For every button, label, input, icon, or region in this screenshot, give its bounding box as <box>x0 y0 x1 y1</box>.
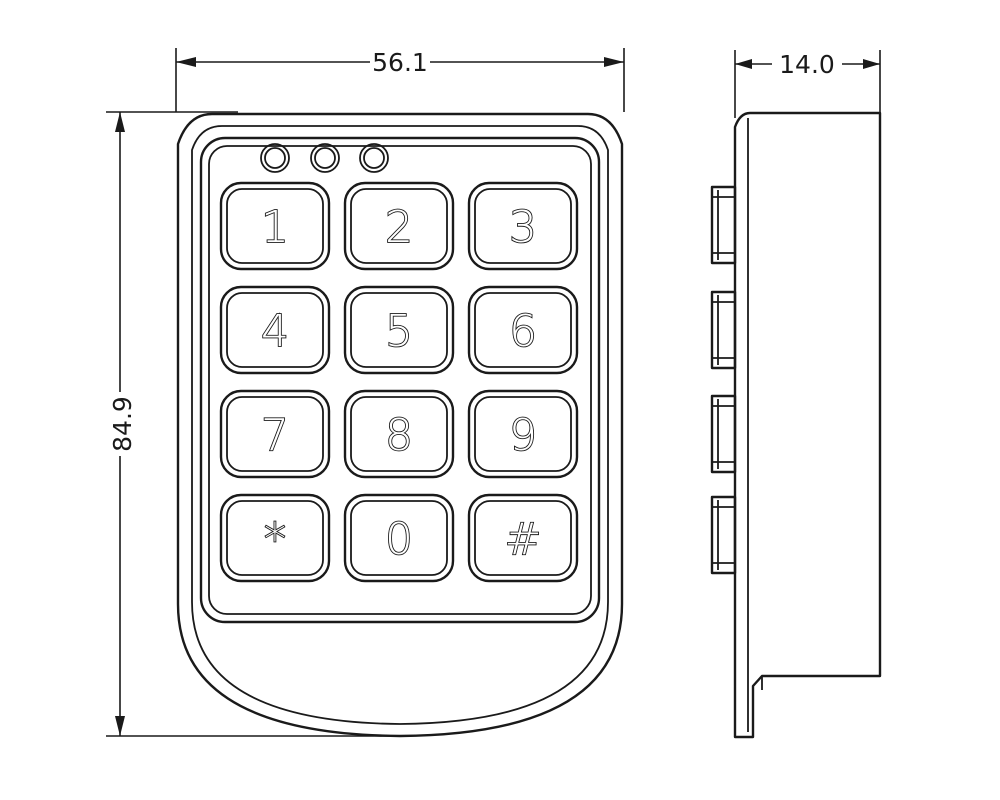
side-button <box>710 290 737 370</box>
key-star[interactable]: * <box>219 493 331 583</box>
key-7[interactable]: 7 <box>219 389 331 479</box>
key-4[interactable]: 4 <box>219 285 331 375</box>
height-dimension-label: 84.9 <box>108 396 137 452</box>
key-label: 2 <box>385 202 413 253</box>
key-3[interactable]: 3 <box>467 181 579 271</box>
housing-outer-outline <box>176 112 624 738</box>
keypad-side-view <box>710 111 882 739</box>
side-button <box>710 495 737 575</box>
indicator-led <box>310 143 340 173</box>
keypad-keys: 1 2 3 4 5 6 7 8 9 * 0 # <box>219 181 579 583</box>
housing-inner-outline <box>191 125 609 725</box>
key-2[interactable]: 2 <box>343 181 455 271</box>
side-profile-outline <box>733 111 882 739</box>
key-label: * <box>264 514 286 565</box>
key-9[interactable]: 9 <box>467 389 579 479</box>
key-label: 8 <box>385 410 413 461</box>
side-button <box>710 185 737 265</box>
key-hash[interactable]: # <box>467 493 579 583</box>
key-label: 7 <box>261 410 289 461</box>
status-indicators <box>260 143 389 173</box>
keypad-front-view: 1 2 3 4 5 6 7 8 9 * 0 # <box>176 112 624 738</box>
key-label: # <box>505 514 542 565</box>
key-label: 3 <box>509 202 537 253</box>
key-6[interactable]: 6 <box>467 285 579 375</box>
key-0[interactable]: 0 <box>343 493 455 583</box>
key-label: 0 <box>385 514 413 565</box>
side-buttons <box>710 185 737 575</box>
key-label: 1 <box>261 202 289 253</box>
key-label: 4 <box>261 306 289 357</box>
keypad-panel-inner <box>208 145 592 615</box>
key-label: 9 <box>509 410 537 461</box>
side-button <box>710 394 737 474</box>
width-dimension: 56.1 <box>175 48 625 112</box>
key-label: 6 <box>509 306 537 357</box>
keypad-panel <box>199 136 601 624</box>
height-dimension: 84.9 <box>106 111 400 737</box>
key-label: 5 <box>385 306 413 357</box>
indicator-led <box>359 143 389 173</box>
depth-dimension-label: 14.0 <box>779 50 835 79</box>
key-1[interactable]: 1 <box>219 181 331 271</box>
indicator-led <box>260 143 290 173</box>
depth-dimension: 14.0 <box>734 50 881 118</box>
width-dimension-label: 56.1 <box>372 48 428 77</box>
key-5[interactable]: 5 <box>343 285 455 375</box>
key-8[interactable]: 8 <box>343 389 455 479</box>
